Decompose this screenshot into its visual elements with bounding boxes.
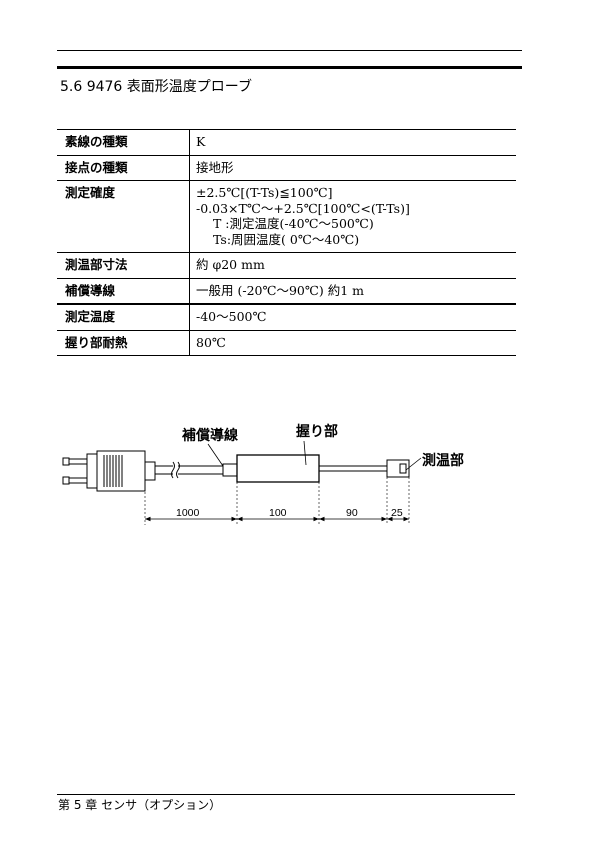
value-line: T :測定温度(-40℃～500℃): [196, 216, 510, 232]
sensing-head: [387, 460, 409, 477]
table-row: 測温部寸法 約 φ20 mm: [57, 253, 516, 279]
row-label: 素線の種類: [57, 130, 190, 156]
value-line: K: [196, 134, 510, 150]
dimension-label: 25: [391, 507, 403, 519]
row-value: K: [190, 130, 517, 156]
connector-plug: [63, 451, 155, 491]
table-row: 測定温度 -40～500℃: [57, 304, 516, 330]
value-line: ±2.5℃[(T-Ts)≦100℃]: [196, 185, 510, 201]
dimension-label: 90: [346, 507, 358, 519]
section-title: 5.6 9476 表面形温度プローブ: [60, 76, 252, 96]
value-line: -0.03×T℃～+2.5℃[100℃<(T-Ts)]: [196, 201, 510, 217]
value-line: 接地形: [196, 160, 510, 176]
row-value: 接地形: [190, 155, 517, 181]
header-thick-rule: [57, 66, 522, 69]
table-row: 素線の種類 K: [57, 130, 516, 156]
spec-table: 素線の種類 K 接点の種類 接地形 測定確度 ±2.5℃[(T-Ts)≦100℃…: [57, 129, 516, 356]
row-value: 約 φ20 mm: [190, 253, 517, 279]
value-line: 約 φ20 mm: [196, 257, 510, 273]
row-label: 握り部耐熱: [57, 330, 190, 356]
compensation-wire: [155, 462, 237, 478]
value-line: -40～500℃: [196, 309, 510, 325]
probe-diagram: 補償導線 握り部 測温部 1000 100 90 25: [60, 415, 480, 535]
row-value: 80℃: [190, 330, 517, 356]
grip-body: [237, 455, 319, 482]
dimension-label: 100: [269, 507, 287, 519]
footer-chapter: 第 5 章 センサ（オプション）: [58, 796, 221, 813]
label-sensing-part: 測温部: [422, 452, 464, 469]
label-compensation-wire: 補償導線: [181, 427, 238, 444]
table-row: 補償導線 一般用 (-20℃～90℃) 約1 m: [57, 278, 516, 304]
row-value: -40～500℃: [190, 304, 517, 330]
header-thin-rule: [57, 50, 522, 51]
label-grip: 握り部: [296, 423, 338, 440]
row-value: 一般用 (-20℃～90℃) 約1 m: [190, 278, 517, 304]
row-value: ±2.5℃[(T-Ts)≦100℃] -0.03×T℃～+2.5℃[100℃<(…: [190, 181, 517, 253]
value-line: 一般用 (-20℃～90℃) 約1 m: [196, 283, 510, 299]
footer-rule: [57, 794, 515, 795]
table-row: 測定確度 ±2.5℃[(T-Ts)≦100℃] -0.03×T℃～+2.5℃[1…: [57, 181, 516, 253]
value-line: Ts:周囲温度( 0℃～40℃): [196, 232, 510, 248]
value-line: 80℃: [196, 335, 510, 351]
table-row: 握り部耐熱 80℃: [57, 330, 516, 356]
leader-line: [208, 444, 223, 466]
row-label: 測温部寸法: [57, 253, 190, 279]
row-label: 測定確度: [57, 181, 190, 253]
row-label: 補償導線: [57, 278, 190, 304]
probe-shaft: [319, 466, 387, 471]
dimension-label: 1000: [176, 507, 200, 519]
table-row: 接点の種類 接地形: [57, 155, 516, 181]
row-label: 接点の種類: [57, 155, 190, 181]
row-label: 測定温度: [57, 304, 190, 330]
